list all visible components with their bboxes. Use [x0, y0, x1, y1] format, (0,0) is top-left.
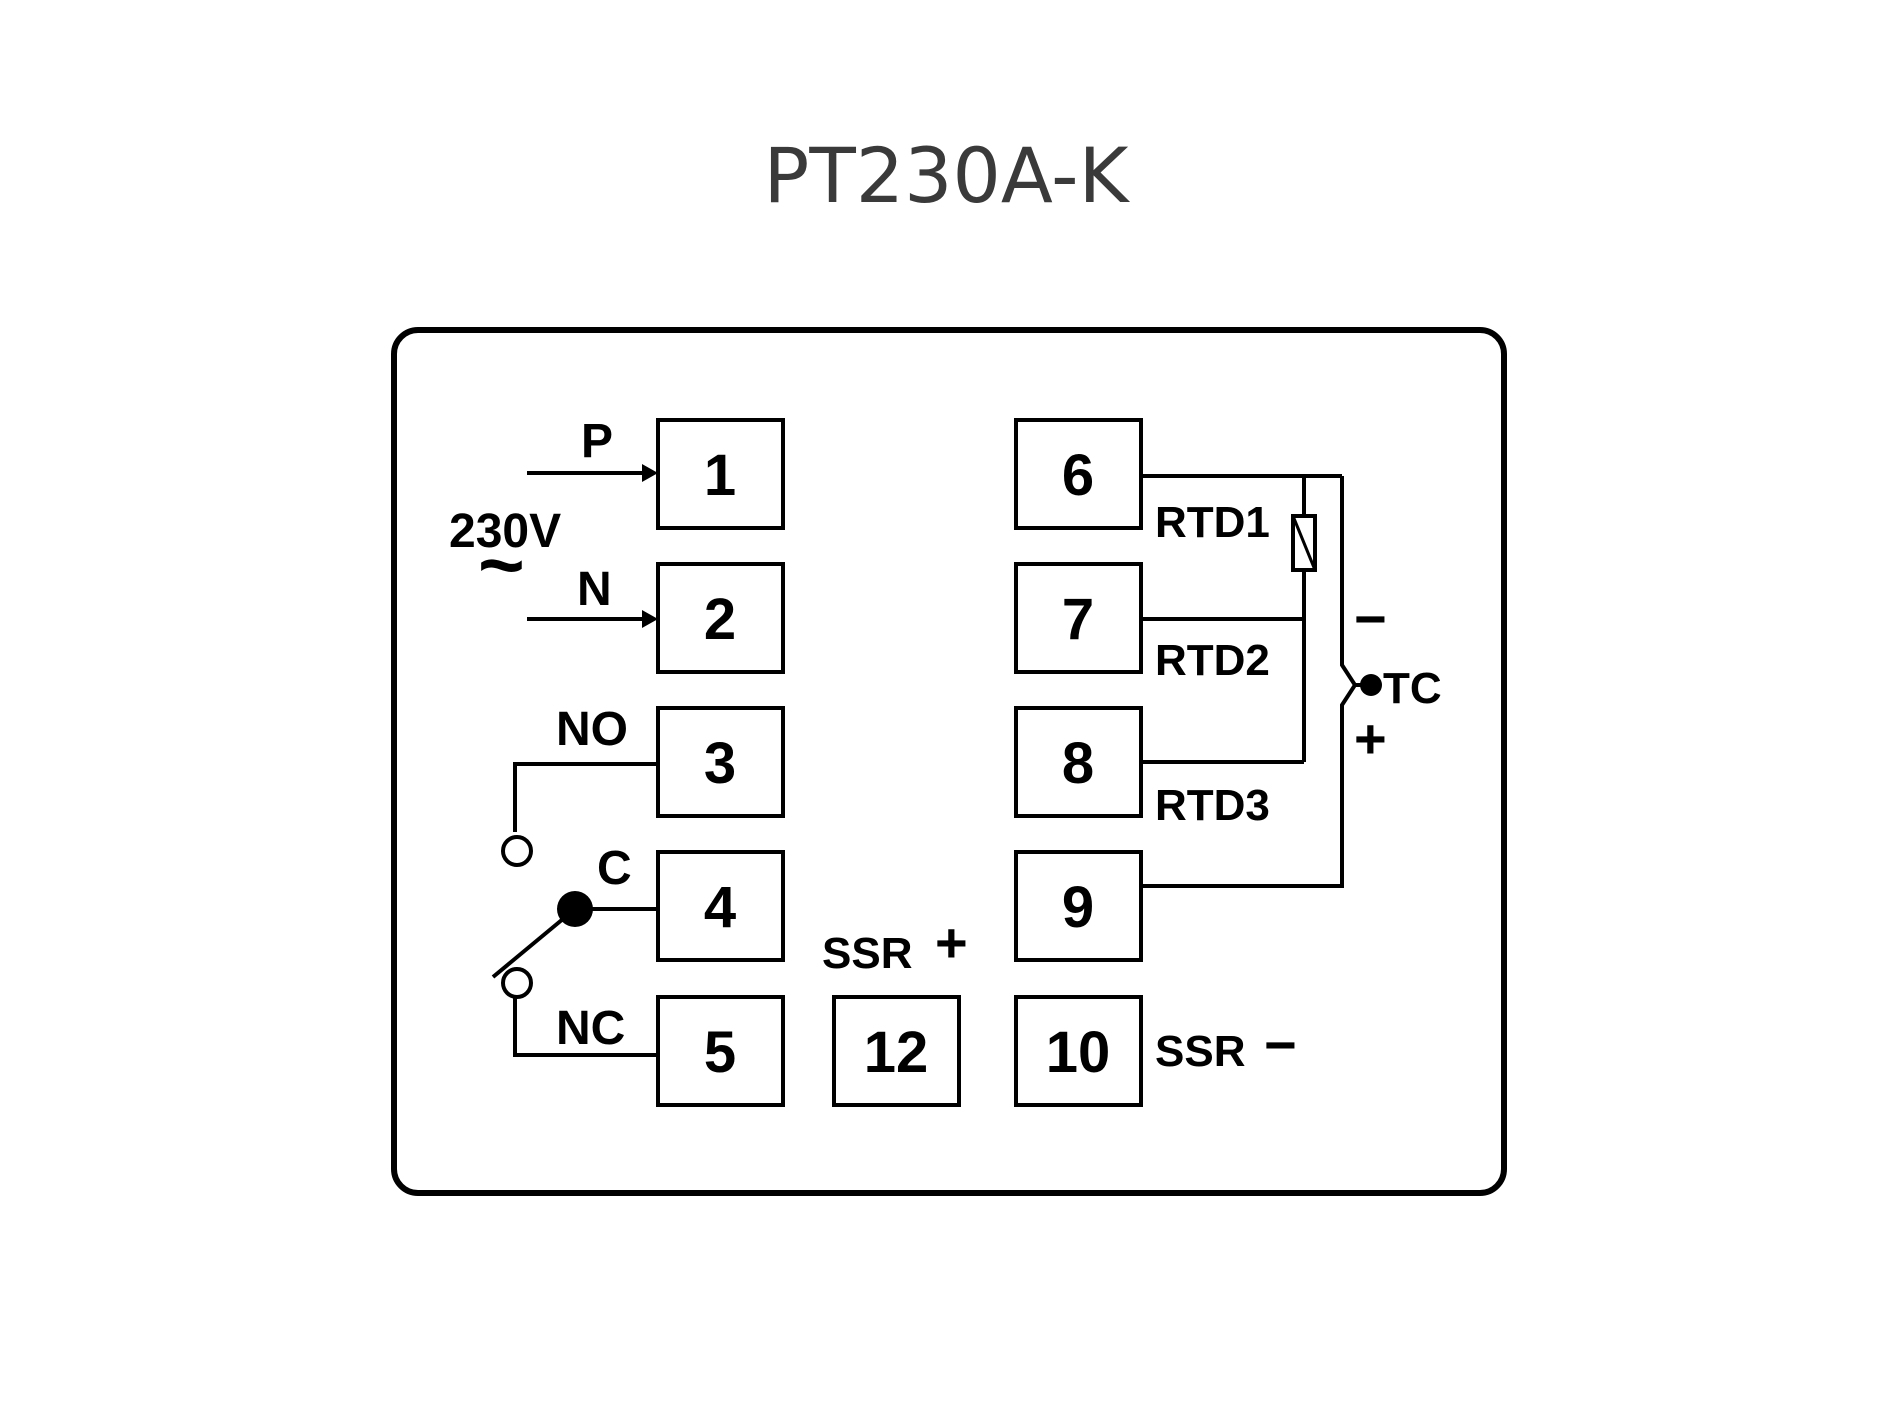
terminal-7-number: 7 — [1062, 587, 1094, 652]
tc-wire — [1141, 476, 1358, 888]
label-tc: TC — [1383, 664, 1442, 713]
terminal-10-number: 10 — [1046, 1020, 1111, 1085]
rtd-resistor-mark — [1291, 515, 1317, 571]
relay-common-node — [557, 891, 593, 927]
terminal-9 — [1014, 850, 1143, 962]
label-ssr-minus: SSR — [1155, 1027, 1245, 1076]
terminal-3-number: 3 — [704, 731, 736, 796]
controller-enclosure — [391, 327, 1507, 1196]
label-rtd3: RTD3 — [1155, 781, 1270, 830]
arrow-head-p — [642, 464, 658, 482]
relay-no-contact — [501, 835, 533, 867]
label-ssr-plus-sign: + — [935, 911, 968, 974]
diagram-title: PT230A-K — [763, 131, 1129, 220]
terminal-5-number: 5 — [704, 1020, 736, 1085]
relay-nc-wire — [513, 998, 658, 1057]
terminal-2 — [656, 562, 785, 674]
label-ssr-minus-sign: − — [1264, 1013, 1297, 1076]
label-no: NO — [556, 703, 628, 756]
terminal-12-number: 12 — [864, 1020, 929, 1085]
label-n: N — [577, 563, 612, 616]
terminal-1-number: 1 — [704, 443, 736, 508]
label-c: C — [597, 842, 632, 895]
terminal-6-number: 6 — [1062, 443, 1094, 508]
label-tc-plus: + — [1354, 707, 1387, 770]
terminal-10 — [1014, 995, 1143, 1107]
label-p: P — [581, 415, 613, 468]
arrow-head-n — [642, 610, 658, 628]
label-230v: 230V — [449, 505, 561, 558]
terminal-12 — [832, 995, 961, 1107]
relay-nc-contact — [501, 967, 533, 999]
terminal-2-number: 2 — [704, 587, 736, 652]
terminal-4-number: 4 — [704, 875, 736, 940]
label-ac-symbol: ~ — [478, 520, 525, 609]
terminal-4 — [656, 850, 785, 962]
terminal-1 — [656, 418, 785, 530]
label-nc: NC — [556, 1002, 625, 1055]
label-tc-minus: − — [1354, 587, 1387, 650]
label-ssr-plus: SSR — [822, 929, 912, 978]
label-rtd2: RTD2 — [1155, 636, 1270, 685]
terminal-8-number: 8 — [1062, 731, 1094, 796]
terminal-5 — [656, 995, 785, 1107]
terminal-9-number: 9 — [1062, 875, 1094, 940]
relay-no-wire — [513, 762, 658, 832]
label-rtd1: RTD1 — [1155, 498, 1270, 547]
